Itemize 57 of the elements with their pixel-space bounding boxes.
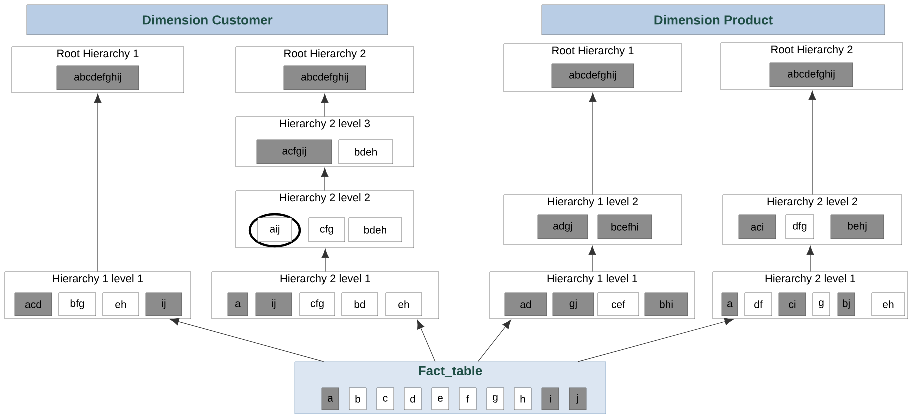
arrow bbox=[478, 320, 512, 362]
arrow bbox=[321, 168, 329, 192]
member-cell: eh bbox=[386, 292, 422, 316]
member-cell: acd bbox=[14, 292, 52, 316]
member-cell: gj bbox=[552, 292, 594, 316]
arrow bbox=[94, 94, 102, 272]
member-cell: df bbox=[744, 292, 772, 316]
member-cell: c bbox=[376, 388, 394, 410]
member-cell: d bbox=[404, 388, 422, 410]
member-cell: acfgij bbox=[256, 140, 332, 164]
member-cell: abcdefghij bbox=[56, 66, 140, 90]
arrow bbox=[170, 318, 324, 362]
member-cell: behj bbox=[830, 214, 884, 240]
member-cell: bd bbox=[342, 292, 378, 316]
member-cell: bdeh bbox=[348, 218, 402, 242]
member-cell: dfg bbox=[786, 214, 814, 240]
member-cell: ad bbox=[504, 292, 548, 316]
member-cell: aci bbox=[738, 214, 776, 240]
arrow bbox=[417, 320, 436, 362]
arrow bbox=[578, 318, 734, 362]
member-cell: bdeh bbox=[338, 140, 394, 164]
member-cell: abcdefghij bbox=[552, 64, 634, 88]
member-cell: eh bbox=[102, 292, 140, 316]
member-cell: cfg bbox=[308, 218, 346, 242]
member-cell: abcdefghij bbox=[284, 66, 366, 90]
member-cell: g bbox=[812, 292, 830, 316]
member-cell: bj bbox=[838, 292, 856, 316]
member-cell: aij bbox=[258, 218, 292, 242]
member-cell: ci bbox=[778, 292, 806, 316]
member-cell: e bbox=[432, 388, 450, 410]
member-cell: i bbox=[542, 388, 560, 410]
arrow bbox=[322, 249, 330, 272]
member-cell: eh bbox=[872, 292, 906, 316]
dimension-header: Dimension Customer bbox=[26, 4, 388, 36]
member-cell: j bbox=[569, 388, 587, 410]
arrow bbox=[808, 91, 816, 196]
member-cell: cfg bbox=[300, 292, 336, 316]
member-cell: adgj bbox=[538, 214, 588, 240]
member-cell: ij bbox=[146, 292, 182, 316]
arrow bbox=[806, 246, 814, 272]
member-cell: bcefhi bbox=[598, 214, 652, 240]
member-cell: f bbox=[459, 388, 477, 410]
member-cell: bhi bbox=[644, 292, 688, 316]
member-cell: abcdefghij bbox=[770, 62, 854, 88]
member-cell: cef bbox=[598, 292, 640, 316]
member-cell: a bbox=[228, 292, 248, 316]
member-cell: h bbox=[514, 388, 532, 410]
member-cell: a bbox=[722, 292, 738, 316]
arrow bbox=[588, 246, 596, 272]
member-cell: ij bbox=[256, 292, 292, 316]
member-cell: b bbox=[349, 388, 367, 410]
dimension-header: Dimension Product bbox=[542, 4, 886, 36]
member-cell: a bbox=[322, 388, 340, 410]
member-cell: bfg bbox=[58, 292, 96, 316]
arrow bbox=[321, 94, 329, 118]
arrow bbox=[589, 93, 597, 196]
member-cell: g bbox=[486, 388, 504, 410]
